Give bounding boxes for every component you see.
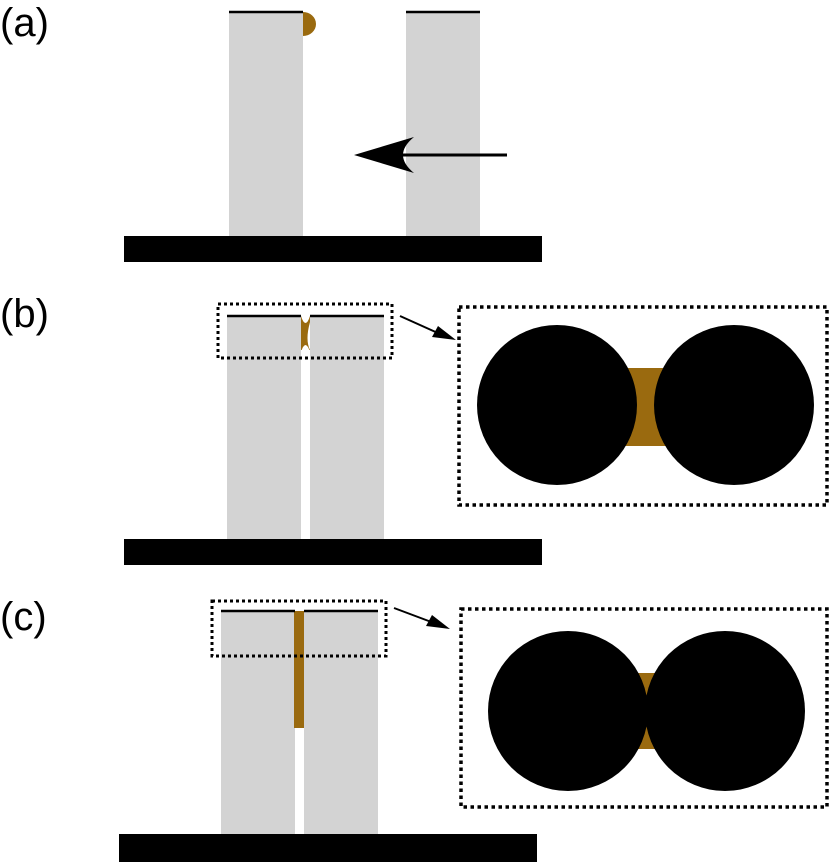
panel-b-label: (b) [0, 292, 49, 336]
substrate-a [124, 236, 542, 262]
liquid-bridge-b [301, 316, 310, 350]
liquid-column-c [294, 611, 304, 728]
inset-particle-left-b [477, 325, 637, 485]
zoom-region-c [210, 599, 388, 658]
panel-a-label: (a) [0, 1, 49, 45]
zoom-region-b [216, 302, 394, 360]
zoom-arrow-b [399, 315, 456, 340]
inset-frame-b [457, 305, 829, 507]
panel-c-label: (c) [0, 595, 47, 639]
inset-frame-c [459, 607, 829, 809]
meniscus-bottom-b [301, 345, 310, 352]
panel-a: (a) [0, 1, 542, 262]
left-pillar-b [227, 316, 301, 539]
inset-particle-right-b [654, 325, 814, 485]
arrow-left-icon [354, 137, 507, 173]
right-pillar-c [304, 611, 378, 834]
inset-particle-right-c [645, 631, 805, 791]
meniscus-top-b [301, 316, 310, 323]
liquid-droplet-a [303, 12, 316, 36]
left-pillar-a [229, 12, 303, 236]
inset-particle-left-c [488, 631, 648, 791]
zoom-arrow-c [393, 607, 450, 629]
right-pillar-b [310, 316, 384, 539]
panel-c: (c) [0, 595, 829, 862]
left-pillar-c [221, 611, 295, 834]
substrate-c [119, 834, 537, 862]
substrate-b [124, 539, 542, 565]
panel-b: (b) [0, 292, 829, 565]
right-pillar-a [406, 12, 480, 236]
